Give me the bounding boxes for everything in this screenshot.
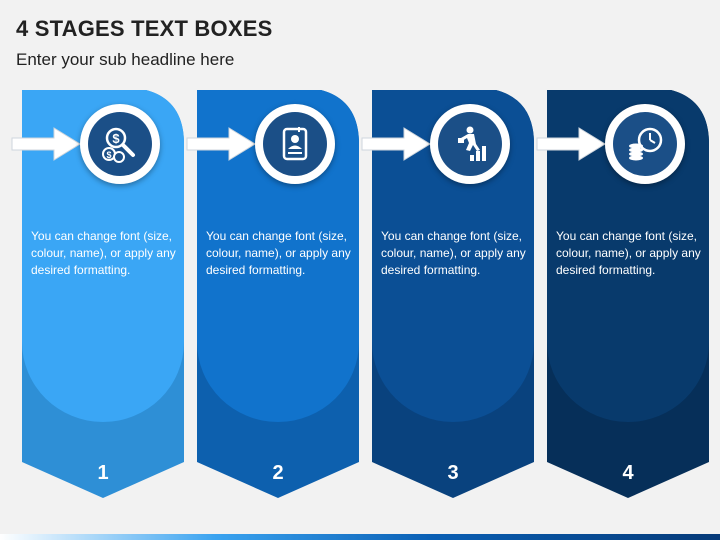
stage-icon-circle: $ $ [80, 104, 160, 184]
page-subtitle: Enter your sub headline here [16, 50, 235, 69]
stage-text: You can change font (size, colour, name)… [206, 229, 351, 277]
arrow-right-icon [361, 127, 431, 161]
stage-number: 4 [622, 462, 634, 484]
stage-box-1: $ $ You can change font (size, colour, n… [11, 90, 184, 500]
stage-number: 3 [447, 462, 459, 484]
stage-icon-circle [605, 104, 685, 184]
arrow-right-icon [186, 127, 256, 161]
arrow-right-icon [11, 127, 81, 161]
stage-box-2: You can change font (size, colour, name)… [186, 90, 359, 500]
businessman-growth-icon [438, 112, 502, 176]
stage-text: You can change font (size, colour, name)… [31, 229, 176, 277]
stage-icon-circle [255, 104, 335, 184]
dollar-search-icon: $ $ [88, 112, 152, 176]
id-card-icon [263, 112, 327, 176]
stage-box-3: You can change font (size, colour, name)… [361, 90, 534, 500]
bottom-accent-bar [0, 534, 720, 540]
arrow-right-icon [536, 127, 606, 161]
stage-number: 2 [272, 462, 284, 484]
stage-icon-circle [430, 104, 510, 184]
stage-text: You can change font (size, colour, name)… [556, 229, 701, 277]
stage-text: You can change font (size, colour, name)… [381, 229, 526, 277]
svg-text:$: $ [106, 150, 111, 160]
svg-text:$: $ [112, 131, 120, 146]
page-title: 4 STAGES TEXT BOXES [16, 16, 273, 41]
stage-box-4: You can change font (size, colour, name)… [536, 90, 709, 500]
coins-clock-icon [613, 112, 677, 176]
stage-number: 1 [97, 462, 109, 484]
